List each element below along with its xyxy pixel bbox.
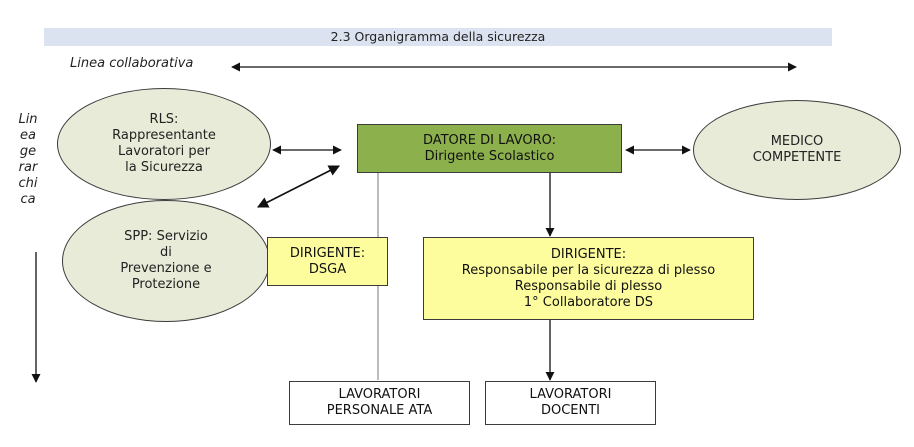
spp-datore-arrow	[257, 165, 340, 208]
datore-node: DATORE DI LAVORO: Dirigente Scolastico	[357, 124, 622, 173]
rls-node: RLS: Rappresentante Lavoratori per la Si…	[57, 88, 271, 200]
spp-node: SPP: Servizio di Prevenzione e Protezion…	[62, 200, 270, 322]
ata-node: LAVORATORI PERSONALE ATA	[289, 381, 470, 425]
dirigente-plesso-node: DIRIGENTE: Responsabile per la sicurezza…	[423, 237, 754, 320]
docenti-node: LAVORATORI DOCENTI	[485, 381, 656, 425]
medico-node: MEDICO COMPETENTE	[693, 100, 901, 200]
dsga-node: DIRIGENTE: DSGA	[267, 237, 388, 286]
section-title: 2.3 Organigramma della sicurezza	[44, 28, 832, 46]
collaborative-line-label: Linea collaborativa	[70, 56, 194, 71]
hierarchical-line-label: Lin ea ge rar chi ca	[18, 112, 38, 207]
